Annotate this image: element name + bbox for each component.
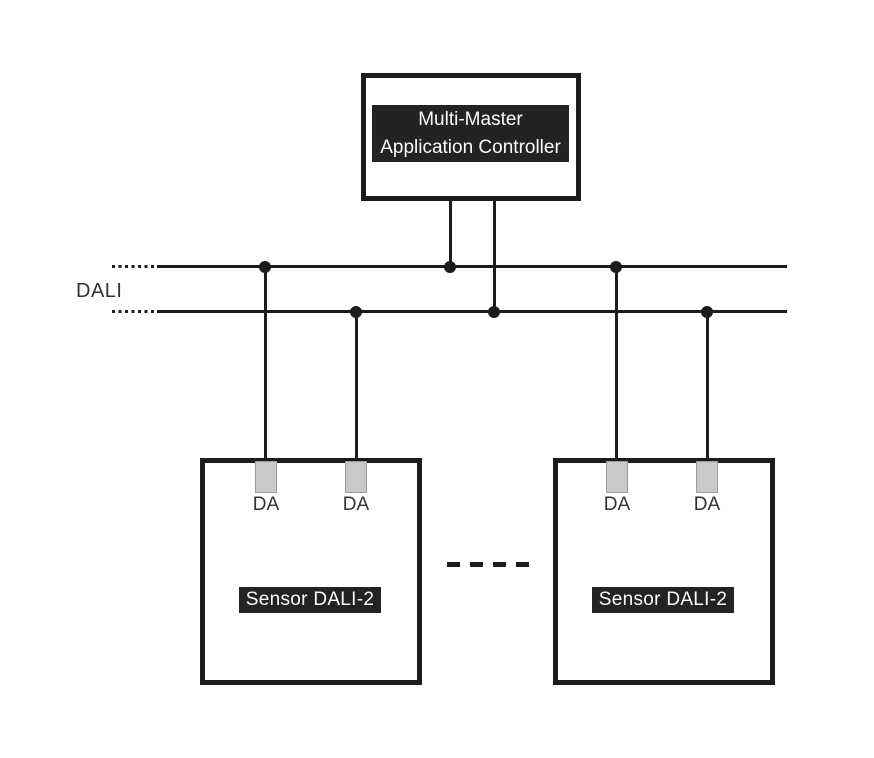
controller-wire-bottom-bus	[493, 198, 496, 312]
sensor1-terminal-1	[255, 461, 277, 493]
bus-line-bottom-dotted	[112, 310, 157, 313]
ellipsis-dash	[470, 562, 483, 567]
sensor1-box	[200, 458, 422, 685]
sensor1-label: Sensor DALI-2	[239, 587, 381, 613]
sensor2-label: Sensor DALI-2	[592, 587, 734, 613]
controller-label-line2: Application Controller	[380, 136, 561, 158]
junction-dot	[444, 261, 456, 273]
ellipsis-dash	[493, 562, 506, 567]
junction-dot	[350, 306, 362, 318]
junction-dot	[259, 261, 271, 273]
junction-dot	[610, 261, 622, 273]
bus-line-top-dotted	[112, 265, 157, 268]
bus-line-top	[157, 265, 787, 268]
sensor1-terminal-2	[345, 461, 367, 493]
ellipsis-dashes	[447, 562, 529, 567]
controller-wire-top-bus	[449, 198, 452, 267]
sensor2-terminal-2	[696, 461, 718, 493]
controller-label-line1: Multi-Master	[418, 108, 523, 130]
sensor1-terminal-2-label: DA	[342, 494, 370, 515]
sensor2-wire-top-bus	[615, 266, 618, 464]
junction-dot	[488, 306, 500, 318]
bus-line-bottom	[157, 310, 787, 313]
sensor2-box	[553, 458, 775, 685]
ellipsis-dash	[447, 562, 460, 567]
bus-label: DALI	[76, 280, 123, 302]
sensor2-terminal-2-label: DA	[693, 494, 721, 515]
sensor1-wire-bottom-bus	[355, 311, 358, 464]
sensor2-wire-bottom-bus	[706, 311, 709, 464]
sensor2-terminal-1	[606, 461, 628, 493]
sensor1-wire-top-bus	[264, 266, 267, 464]
sensor1-terminal-1-label: DA	[252, 494, 280, 515]
sensor2-terminal-1-label: DA	[603, 494, 631, 515]
controller-label: Multi-Master Application Controller	[372, 105, 569, 162]
junction-dot	[701, 306, 713, 318]
ellipsis-dash	[516, 562, 529, 567]
